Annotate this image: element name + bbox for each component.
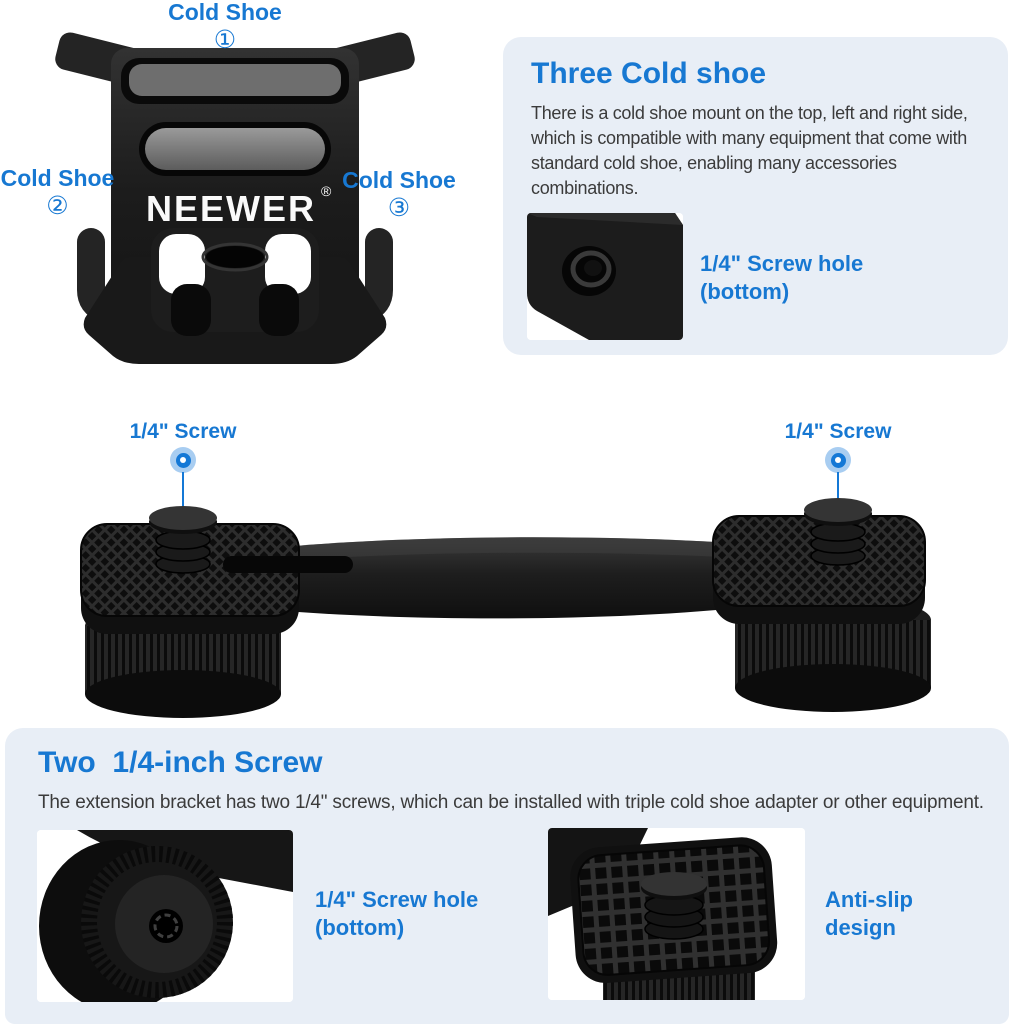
three-cold-shoe-panel: Three Cold shoe There is a cold shoe mou…: [503, 37, 1008, 355]
extension-bracket-photo: [73, 498, 937, 718]
cold-shoe-label-right-text: Cold Shoe: [342, 167, 456, 193]
bottom-screw-hole-callout: 1/4" Screw hole (bottom): [315, 886, 478, 942]
cold-shoe-label-top: Cold Shoe ①: [150, 0, 300, 53]
cold-shoe-label-top-text: Cold Shoe: [168, 0, 282, 25]
brand-logo: NEEWER: [146, 188, 316, 229]
screw-hole-bottom-callout: 1/4" Screw hole (bottom): [700, 250, 863, 306]
quarter-screw-label-right: 1/4" Screw: [784, 420, 892, 443]
screw-hole-corner-illustration: [527, 213, 683, 340]
brand-reg-mark: ®: [321, 183, 332, 199]
two-screw-title: Two 1/4-inch Screw: [38, 746, 323, 779]
cold-shoe-label-left: Cold Shoe ②: [0, 165, 115, 221]
bottom-screw-hole-callout-line2: (bottom): [315, 915, 405, 940]
three-cold-shoe-title: Three Cold shoe: [531, 57, 767, 90]
bottom-screw-hole-photo: [37, 830, 293, 1002]
three-cold-shoe-body: There is a cold shoe mount on the top, l…: [531, 103, 968, 198]
bottom-screw-hole-illustration: [37, 830, 293, 1002]
screw-marker-right-ring: [830, 452, 846, 468]
anti-slip-callout: Anti-slip design: [825, 886, 913, 942]
cold-shoe-label-right: Cold Shoe ③: [340, 167, 458, 223]
extension-bracket-illustration: [80, 498, 931, 718]
two-screw-body: The extension bracket has two 1/4" screw…: [38, 792, 984, 813]
screw-marker-right-dot: [835, 457, 841, 463]
screw-marker-left-dot: [180, 457, 186, 463]
anti-slip-pad-photo: [548, 828, 805, 1000]
quarter-screw-label-left: 1/4" Screw: [129, 420, 237, 443]
screw-hole-bottom-photo: [527, 213, 683, 340]
cold-shoe-label-left-text: Cold Shoe: [0, 165, 115, 191]
leader-line-right: [837, 472, 839, 522]
screw-hole-bottom-callout-line1: 1/4" Screw hole: [700, 251, 864, 276]
anti-slip-callout-line2: design: [825, 915, 896, 940]
leader-line-left: [182, 472, 184, 529]
circled-number-2: ②: [46, 192, 69, 221]
triple-cold-shoe-illustration: NEEWER ®: [55, 32, 415, 364]
screw-marker-right: [825, 447, 851, 473]
screw-hole-bottom-callout-line2: (bottom): [700, 279, 790, 304]
screw-marker-left-ring: [175, 452, 191, 468]
circled-number-3: ③: [387, 194, 411, 223]
anti-slip-pad-illustration: [548, 828, 805, 1000]
screw-marker-left: [170, 447, 196, 473]
anti-slip-callout-line1: Anti-slip: [825, 887, 913, 912]
triple-cold-shoe-photo: NEEWER ®: [55, 20, 415, 370]
circled-number-1: ①: [213, 26, 237, 55]
bottom-screw-hole-callout-line1: 1/4" Screw hole: [315, 887, 479, 912]
two-screw-panel: Two 1/4-inch Screw The extension bracket…: [5, 728, 1009, 1024]
